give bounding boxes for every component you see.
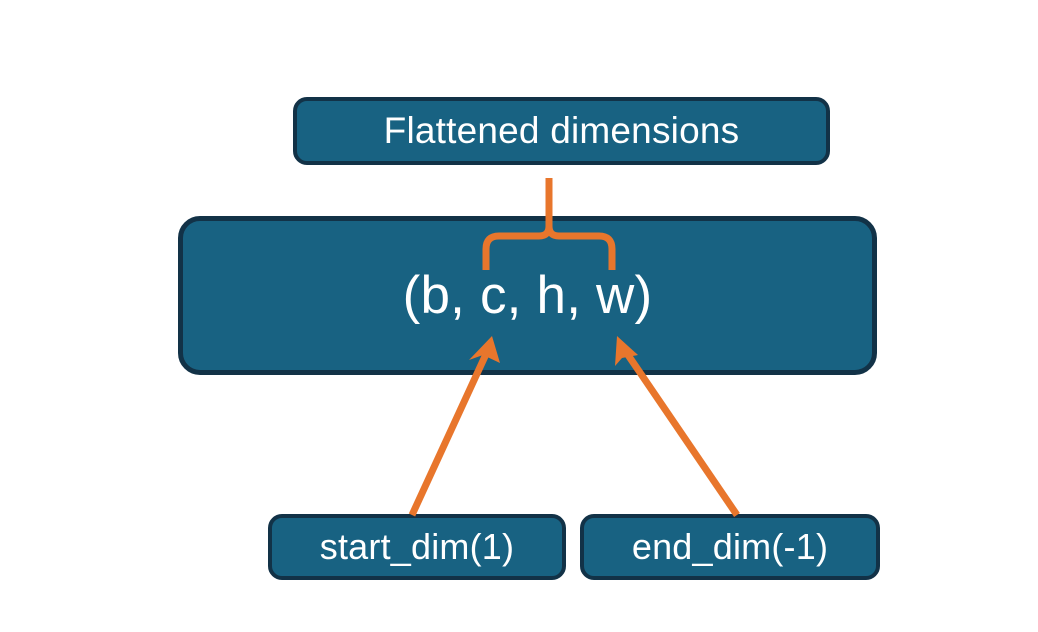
end-dim-label: end_dim(-1): [631, 526, 829, 567]
start-dim-box: start_dim(1): [268, 514, 566, 580]
end-dim-box: end_dim(-1): [580, 514, 880, 580]
tensor-shape-label: (b, c, h, w): [402, 266, 653, 325]
tensor-shape-box: (b, c, h, w): [178, 216, 877, 375]
flattened-dimensions-box: Flattened dimensions: [293, 97, 830, 165]
start-dim-label: start_dim(1): [319, 526, 515, 567]
start-dim-arrow-shaft: [408, 350, 491, 517]
flattened-dimensions-label: Flattened dimensions: [383, 110, 740, 151]
end-dim-arrow-shaft: [623, 350, 740, 517]
